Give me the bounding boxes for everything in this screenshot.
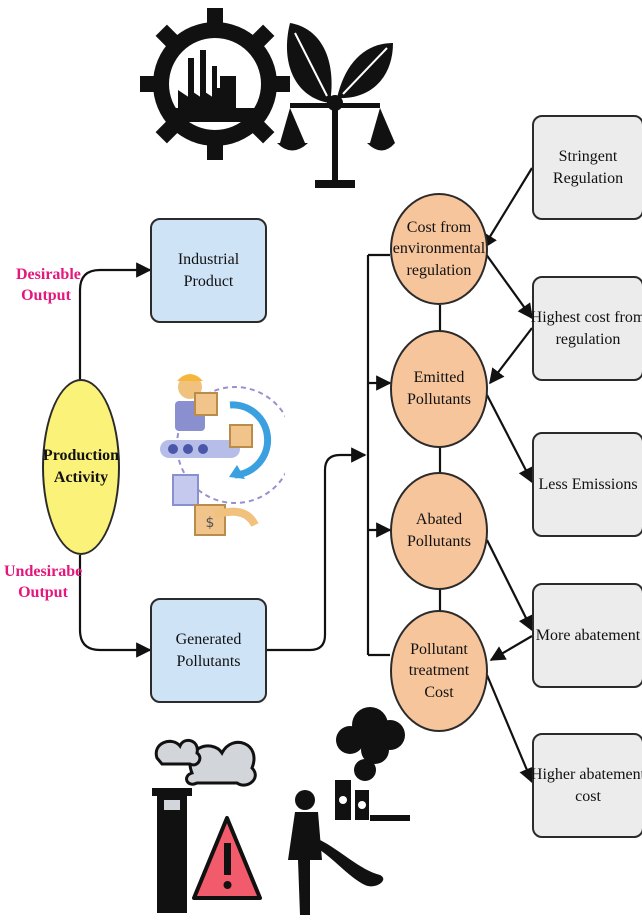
industrial-product-line2: Product bbox=[183, 272, 234, 290]
outcome-higher-line1: Higher abatement bbox=[530, 765, 642, 783]
factor-abated-pollutants: Abated Pollutants bbox=[390, 472, 488, 590]
factor-cost-regulation-line3: regulation bbox=[406, 261, 472, 279]
desirable-output-line1: Desirable bbox=[16, 266, 81, 283]
desirable-output-line2: Output bbox=[21, 286, 71, 304]
smokestack-warning-icon bbox=[152, 738, 262, 913]
factor-emitted-line2: Pollutants bbox=[406, 391, 471, 408]
outcome-less-emissions: Less Emissions bbox=[532, 432, 642, 537]
outcome-higher-line2: cost bbox=[575, 787, 601, 805]
arrow-abated-to-more bbox=[486, 539, 533, 632]
outcome-stringent-line2: Regulation bbox=[552, 169, 624, 187]
desirable-output-label: Desirable Output bbox=[16, 265, 81, 307]
arrow-emitted-to-less bbox=[486, 394, 533, 484]
outcome-highest-line1: Highest cost from bbox=[530, 308, 642, 326]
factory-gear-icon bbox=[140, 8, 290, 160]
outcome-stringent-regulation: Stringent Regulation bbox=[532, 115, 642, 220]
outcome-more-line1: More abatement bbox=[535, 626, 641, 644]
outcome-stringent-line1: Stringent bbox=[558, 147, 618, 165]
production-line-icon: $ bbox=[160, 374, 285, 536]
arrow-to-generated bbox=[78, 555, 152, 658]
outcome-highest-line2: regulation bbox=[555, 330, 621, 348]
generated-pollutants-line2: Pollutants bbox=[176, 652, 241, 670]
factor-treatment-line3: Cost bbox=[424, 683, 454, 701]
factor-treatment-line2: treatment bbox=[408, 662, 470, 680]
generated-pollutants-box: Generated Pollutants bbox=[150, 598, 267, 703]
arrow-highest-to-emitted bbox=[489, 327, 533, 385]
undesirable-output-label: Undesirabe Output bbox=[4, 562, 82, 604]
production-activity-line1: Production bbox=[42, 447, 120, 465]
industrial-product-line1: Industrial bbox=[177, 250, 240, 268]
factor-treatment-line1: Pollutant bbox=[410, 640, 468, 658]
factor-emitted-line1: Emitted bbox=[413, 369, 465, 387]
factor-emitted-pollutants: Emitted Pollutants bbox=[390, 330, 488, 448]
arrow-stringent-to-cost bbox=[482, 167, 533, 250]
svg-text:$: $ bbox=[206, 515, 215, 531]
arrow-to-industrial bbox=[78, 262, 152, 380]
factor-abated-line2: Pollutants bbox=[406, 533, 471, 550]
arrow-more-to-treatment bbox=[489, 635, 533, 661]
outcome-highest-cost: Highest cost from regulation bbox=[530, 276, 642, 381]
generated-pollutants-line1: Generated bbox=[175, 630, 242, 648]
outcome-less-line1: Less Emissions bbox=[538, 475, 638, 493]
outcome-more-abatement: More abatement bbox=[532, 583, 642, 688]
undesirable-output-line1: Undesirabe bbox=[4, 563, 83, 580]
factor-abated-line1: Abated bbox=[415, 511, 463, 529]
factor-cost-regulation: Cost from environmental regulation bbox=[390, 193, 488, 305]
outcome-higher-abatement-cost: Higher abatement cost bbox=[530, 733, 642, 838]
factor-treatment-cost: Pollutant treatment Cost bbox=[390, 610, 488, 732]
undesirable-output-line2: Output bbox=[18, 583, 68, 601]
industrial-product-box: Industrial Product bbox=[150, 218, 267, 323]
arrow-to-bus bbox=[267, 447, 367, 652]
leaf-scale-icon bbox=[277, 23, 395, 188]
arrow-cost-to-highest bbox=[482, 249, 533, 320]
pollution-person-icon bbox=[288, 707, 410, 915]
factor-cost-regulation-line1: Cost from bbox=[406, 218, 472, 236]
arrow-treatment-to-higher bbox=[485, 674, 534, 784]
production-activity-line2: Activity bbox=[53, 469, 109, 486]
production-activity-node: Production Activity bbox=[42, 379, 120, 555]
factor-cost-regulation-line2: environmental bbox=[392, 240, 486, 258]
